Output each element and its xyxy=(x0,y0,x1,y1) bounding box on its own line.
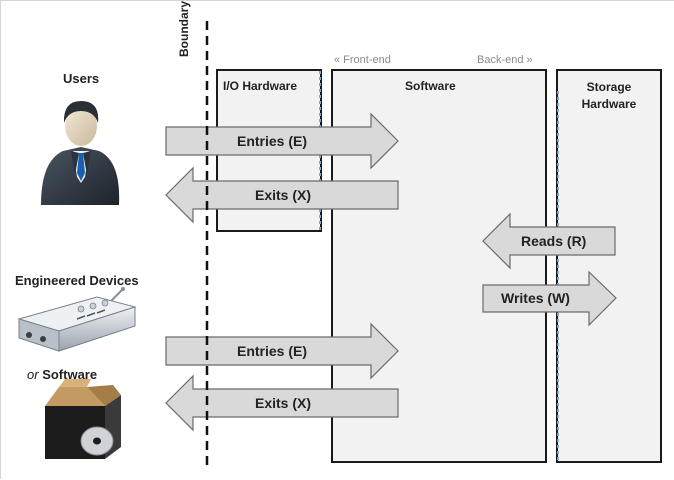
entries-bottom-arrow xyxy=(165,322,399,380)
reads-label: Reads (R) xyxy=(521,233,587,249)
back-end-label: Back-end » xyxy=(477,54,533,66)
engineered-device-icon xyxy=(17,287,137,352)
io-hardware-label: I/O Hardware xyxy=(223,79,298,93)
reads-arrow xyxy=(482,212,616,270)
boundary-label: Boundary xyxy=(177,0,191,57)
software-box-label: Software xyxy=(405,79,456,93)
storage-hardware-box xyxy=(556,69,662,463)
storage-label-line2: Hardware xyxy=(581,97,637,111)
exits-top-label: Exits (X) xyxy=(255,187,312,203)
users-label: Users xyxy=(63,71,100,86)
storage-label-line1: Storage xyxy=(586,80,632,94)
software-or-prefix: or xyxy=(27,367,39,382)
front-end-label: « Front-end xyxy=(334,54,391,66)
writes-label: Writes (W) xyxy=(501,290,570,306)
engineered-devices-label: Engineered Devices xyxy=(15,273,139,288)
writes-arrow xyxy=(482,270,617,327)
entries-top-label: Entries (E) xyxy=(237,133,308,149)
entries-top-arrow xyxy=(165,112,399,170)
exits-top-arrow xyxy=(165,166,399,224)
storage-hardware-label: Storage Hardware xyxy=(557,79,661,113)
software-actor-text: Software xyxy=(42,367,98,382)
entries-bottom-label: Entries (E) xyxy=(237,343,308,359)
exits-bottom-arrow xyxy=(165,374,399,432)
user-icon xyxy=(41,101,120,205)
exits-bottom-label: Exits (X) xyxy=(255,395,312,411)
software-box-icon xyxy=(45,379,121,459)
software-actor-label: or Software xyxy=(27,367,97,382)
